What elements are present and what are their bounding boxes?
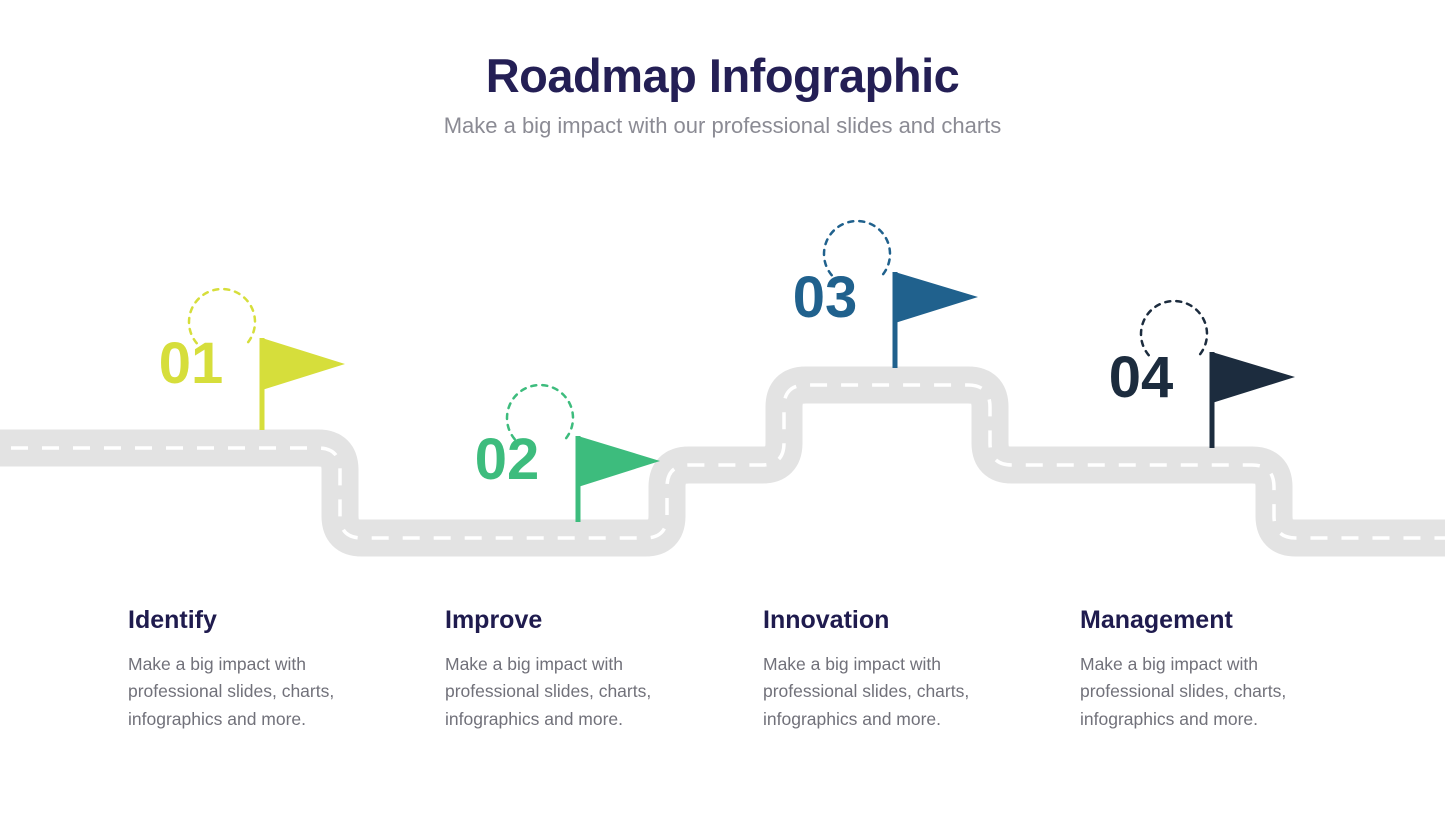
milestone-02-marker: 02 xyxy=(475,383,660,522)
milestone-03-flag-icon xyxy=(895,272,978,323)
milestone-01-dashed-arc-icon xyxy=(187,287,257,345)
milestone-03-number: 03 xyxy=(793,265,858,330)
milestone-column-innovation: Innovation Make a big impact with profes… xyxy=(763,606,1003,733)
milestone-column-title: Improve xyxy=(445,606,543,634)
milestone-column-improve: Improve Make a big impact with professio… xyxy=(445,606,685,733)
milestone-03-dashed-arc-icon xyxy=(822,219,892,277)
milestone-03-marker: 03 xyxy=(793,219,978,368)
milestone-02-number: 02 xyxy=(475,427,540,492)
milestone-column-title: Management xyxy=(1080,606,1233,634)
milestone-04-marker: 04 xyxy=(1109,299,1295,448)
page-subtitle: Make a big impact with our professional … xyxy=(443,113,1002,138)
milestone-04-dashed-arc-icon xyxy=(1139,299,1209,357)
milestone-column-title: Identify xyxy=(128,606,217,634)
milestone-02-dashed-arc-icon xyxy=(505,383,575,441)
milestone-04-flag-icon xyxy=(1212,352,1295,403)
milestone-column-description: Make a big impact with professional slid… xyxy=(763,654,970,729)
road-centerline-icon xyxy=(0,383,1445,540)
milestone-01-marker: 01 xyxy=(159,287,345,430)
milestone-columns: Identify Make a big impact with professi… xyxy=(0,606,1445,786)
slide-header: Roadmap Infographic Make a big impact wi… xyxy=(0,48,1445,139)
milestone-04-number: 04 xyxy=(1109,345,1174,410)
milestone-01-flag-icon xyxy=(262,338,345,390)
road-path xyxy=(0,366,1445,557)
milestone-01-number: 01 xyxy=(159,331,224,396)
milestone-column-title: Innovation xyxy=(763,606,890,634)
page-title: Roadmap Infographic xyxy=(485,49,960,102)
milestone-02-flag-icon xyxy=(578,436,660,487)
milestone-column-description: Make a big impact with professional slid… xyxy=(445,654,652,729)
milestone-column-description: Make a big impact with professional slid… xyxy=(1080,654,1287,729)
milestone-column-identify: Identify Make a big impact with professi… xyxy=(128,606,368,733)
milestone-column-description: Make a big impact with professional slid… xyxy=(128,654,335,729)
milestone-column-management: Management Make a big impact with profes… xyxy=(1080,606,1320,733)
